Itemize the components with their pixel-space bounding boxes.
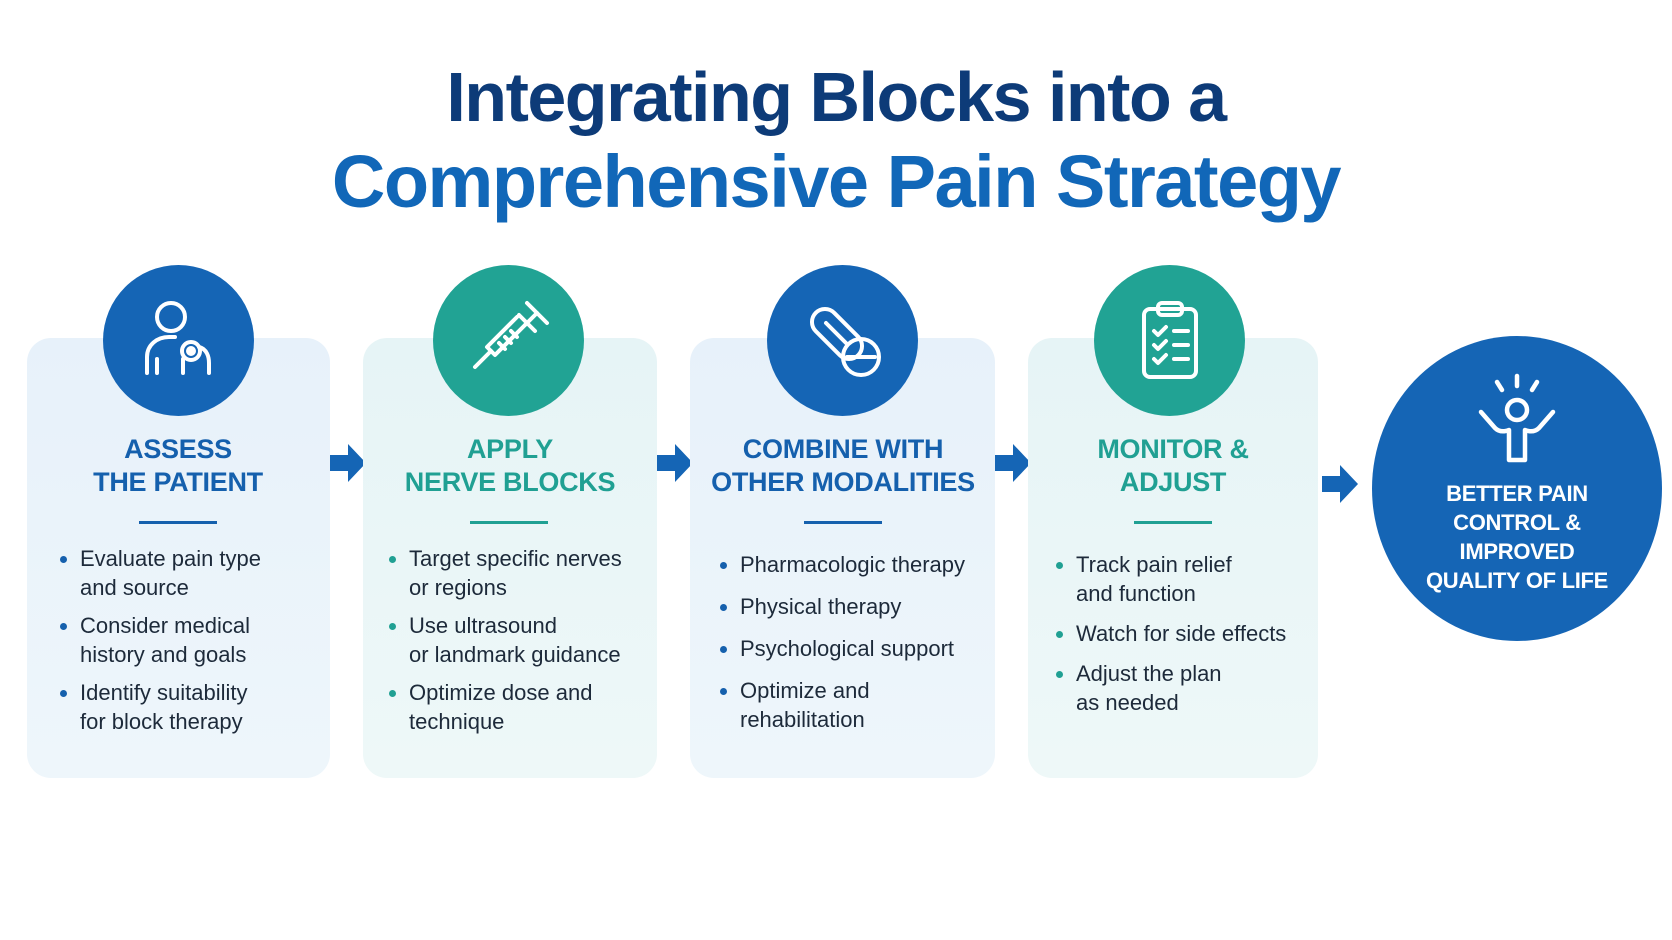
page-title: Integrating Blocks into a Comprehensive … — [0, 55, 1672, 225]
arrow-right-icon — [328, 440, 368, 491]
step-title-combine: COMBINE WITH OTHER MODALITIES — [711, 434, 975, 497]
divider — [139, 521, 217, 524]
divider — [1134, 521, 1212, 524]
title-line-2: Comprehensive Pain Strategy — [331, 140, 1342, 223]
step-title-assess: ASSESS THE PATIENT — [93, 434, 263, 497]
clipboard-checklist-icon — [1094, 265, 1245, 416]
syringe-icon — [433, 265, 584, 416]
list-item: Watch for side effects — [1054, 619, 1286, 648]
pills-icon — [767, 265, 918, 416]
patient-stethoscope-icon — [103, 265, 254, 416]
arrow-right-icon — [1320, 461, 1360, 512]
list-item: Psychological support — [718, 634, 965, 663]
list-item: Physical therapy — [718, 592, 965, 621]
divider — [470, 521, 548, 524]
step-title-monitor: MONITOR & ADJUST — [1097, 434, 1249, 497]
step-title-apply: APPLY NERVE BLOCKS — [404, 434, 616, 497]
title-line-1: Integrating Blocks into a — [446, 58, 1227, 136]
arrow-right-icon — [655, 440, 695, 491]
celebrating-person-icon — [1467, 372, 1567, 472]
divider — [804, 521, 882, 524]
arrow-right-icon — [993, 440, 1033, 491]
outcome-text: BETTER PAIN CONTROL & IMPROVED QUALITY O… — [1425, 481, 1609, 593]
bullet-list-combine: Pharmacologic therapy Physical therapy P… — [718, 550, 965, 734]
list-item: Pharmacologic therapy — [718, 550, 965, 579]
